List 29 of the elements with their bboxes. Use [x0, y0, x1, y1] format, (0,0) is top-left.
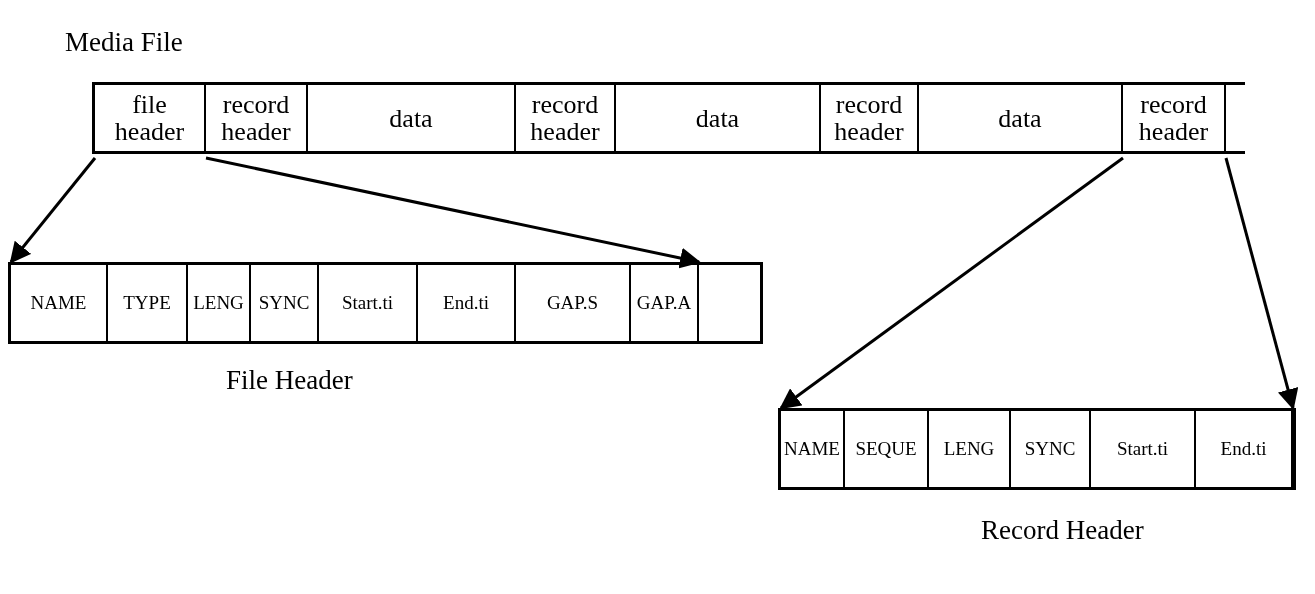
header-field: End.ti [418, 265, 516, 341]
header-field: NAME [11, 265, 108, 341]
header-field: SYNC [251, 265, 319, 341]
header-field: GAP.S [516, 265, 631, 341]
header-field: SYNC [1011, 411, 1091, 487]
header-field: NAME [781, 411, 845, 487]
arrow [205, 156, 702, 269]
file-segment: data [308, 85, 516, 151]
table-title: Media File [65, 27, 183, 58]
header-field: SEQUE [845, 411, 929, 487]
file-segment: record header [516, 85, 616, 151]
file-segment: record header [206, 85, 308, 151]
table-title: File Header [226, 365, 353, 396]
arrow [779, 156, 1124, 410]
file-segment: file header [95, 85, 206, 151]
arrow [9, 157, 97, 264]
file-segment: data [616, 85, 821, 151]
header-field: Start.ti [319, 265, 418, 341]
file-segment: record header [821, 85, 919, 151]
file-segment: record header [1123, 85, 1226, 151]
header-field: GAP.A [631, 265, 699, 341]
table-title: Record Header [981, 515, 1144, 546]
header-field: LENG [188, 265, 251, 341]
header-field: LENG [929, 411, 1011, 487]
header-field: Start.ti [1091, 411, 1196, 487]
arrow [1224, 157, 1299, 411]
header-field: End.ti [1196, 411, 1293, 487]
file-segment: data [919, 85, 1123, 151]
header-field: TYPE [108, 265, 188, 341]
